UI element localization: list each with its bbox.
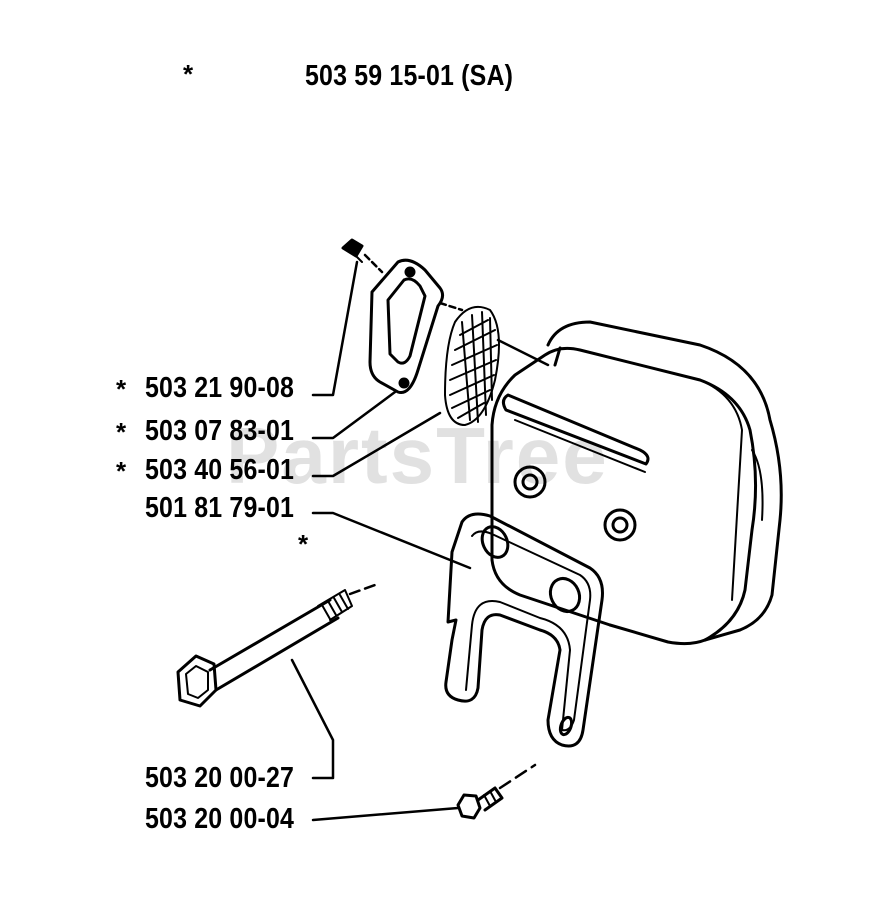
long-bolt-icon: [176, 589, 353, 708]
callout-star-bracket: *: [298, 529, 309, 559]
callout-star-2: *: [116, 417, 127, 447]
leader-gasket: [311, 390, 397, 440]
leader-screen: [311, 411, 442, 478]
header-star: *: [183, 59, 194, 89]
callout-gasket[interactable]: 503 07 83-01: [145, 415, 295, 447]
leader-screw: [311, 260, 359, 397]
callout-screw[interactable]: 503 21 90-08: [145, 372, 295, 404]
muffler-icon: [490, 320, 783, 646]
gasket-icon: [368, 258, 445, 395]
leader-short-bolt: [311, 806, 460, 822]
leader-muffler: [311, 511, 472, 570]
short-bolt-icon: [456, 786, 504, 820]
leader-bracket-top: [348, 583, 377, 596]
callout-short-bolt[interactable]: 503 20 00-04: [145, 803, 295, 835]
leader-short-bolt-axis: [498, 763, 537, 790]
callout-muffler[interactable]: 501 81 79-01: [145, 492, 295, 524]
screw-icon: [341, 238, 364, 263]
leader-screw-axis: [363, 253, 384, 274]
leader-long-bolt: [290, 658, 335, 780]
header-part-number[interactable]: 503 59 15-01 (SA): [305, 60, 514, 92]
spark-arrestor-screen-icon: [444, 306, 500, 426]
callout-long-bolt[interactable]: 503 20 00-27: [145, 762, 295, 794]
leader-screen-axis: [496, 338, 550, 367]
muffler-bracket-icon: [444, 512, 604, 748]
leader-gasket-axis: [438, 301, 464, 312]
callout-star-1: *: [116, 374, 127, 404]
callout-screen[interactable]: 503 40 56-01: [145, 454, 295, 486]
leader-lines: [290, 253, 550, 822]
callout-star-3: *: [116, 456, 127, 486]
